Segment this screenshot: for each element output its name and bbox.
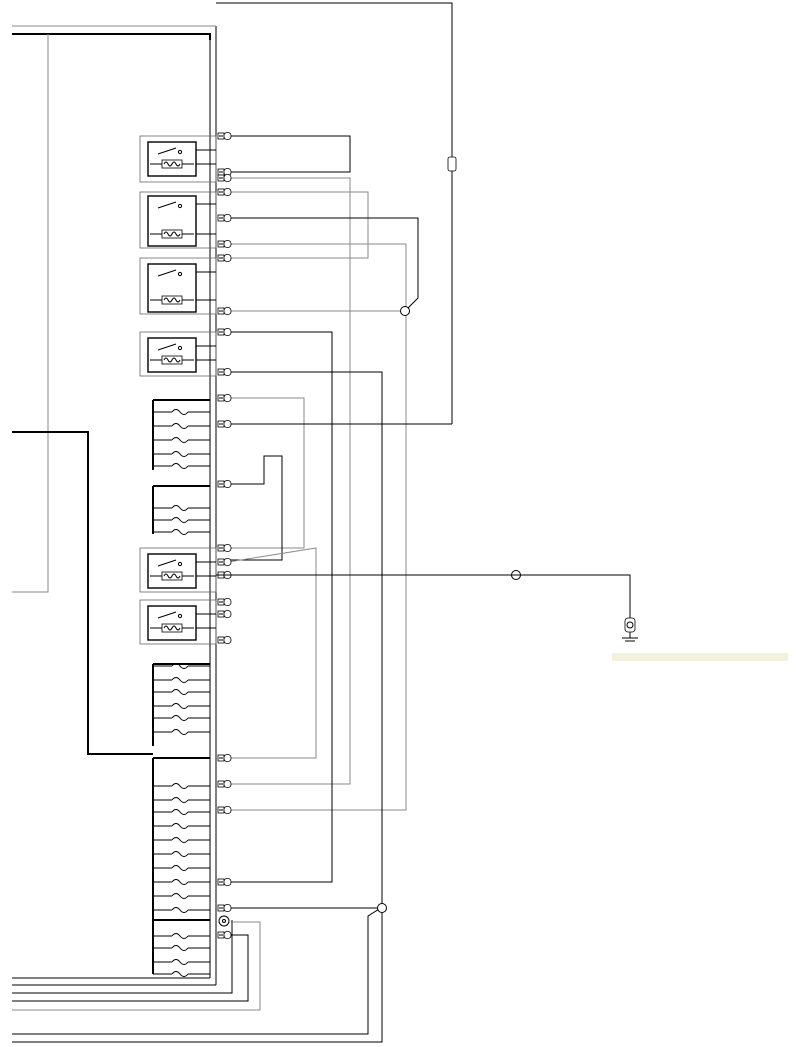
connector-icon	[217, 610, 232, 618]
connector-icon	[217, 598, 232, 606]
relay-icon	[139, 599, 217, 645]
connector-icon	[217, 636, 232, 644]
wire	[228, 331, 333, 883]
splice-node-icon	[377, 903, 387, 913]
fuse-block	[152, 399, 210, 470]
diagram-frame	[12, 2, 453, 1043]
connector-icon	[217, 480, 232, 488]
fuse-icon	[153, 715, 210, 721]
round-connector-icon	[218, 915, 230, 927]
wire	[228, 135, 351, 173]
splice-group	[377, 306, 521, 913]
connector-group	[217, 132, 232, 939]
wire	[227, 547, 317, 759]
connector-icon	[217, 931, 232, 939]
lamp-icon	[216, 574, 636, 633]
connector-icon	[217, 394, 232, 402]
wire	[228, 243, 407, 811]
connector-icon	[217, 368, 232, 376]
splice-node-icon	[400, 306, 410, 316]
fuse-icon	[153, 783, 210, 789]
wire-group	[227, 135, 452, 909]
connector-icon	[217, 806, 232, 814]
connector-icon	[217, 904, 232, 912]
connector-icon	[217, 240, 232, 248]
connector-icon	[217, 174, 232, 182]
fuse-icon	[153, 893, 210, 899]
fuse-icon	[153, 423, 210, 429]
fuse-icon	[153, 879, 210, 885]
fuse-icon	[153, 505, 210, 511]
inline-connector-icon	[447, 156, 457, 172]
connector-icon	[217, 328, 232, 336]
connector-icon	[217, 780, 232, 788]
fuse-icon	[153, 677, 210, 683]
fuse-icon	[153, 437, 210, 443]
wire	[228, 217, 419, 312]
connector-icon	[217, 420, 232, 428]
fuse-block	[152, 663, 210, 746]
fuse-icon	[153, 837, 210, 843]
wire	[228, 191, 369, 259]
relay-icon	[139, 191, 217, 249]
connector-icon	[217, 754, 232, 762]
connector-icon	[217, 188, 232, 196]
relay-icon	[139, 135, 217, 183]
connector-icon	[217, 878, 232, 886]
fuse-icon	[153, 529, 210, 535]
fuse-icon	[153, 933, 210, 939]
fuse-icon	[153, 451, 210, 457]
connector-icon	[217, 214, 232, 222]
fuse-icon	[153, 797, 210, 803]
fuse-icon	[153, 517, 210, 523]
fuse-icon	[153, 729, 210, 735]
fuse-icon	[153, 907, 210, 913]
wire	[228, 177, 351, 785]
fuse-icon	[153, 463, 210, 469]
fuse-block-group	[152, 399, 210, 977]
wire	[228, 455, 283, 561]
connector-icon	[217, 544, 232, 552]
fuse-block	[152, 485, 210, 535]
relay-icon	[139, 331, 217, 377]
fuse-icon	[153, 865, 210, 871]
fuse-icon	[153, 689, 210, 695]
fuse-icon	[153, 851, 210, 857]
fuse-icon	[153, 703, 210, 709]
connector-icon	[217, 254, 232, 262]
wire	[228, 371, 383, 906]
fuse-icon	[153, 809, 210, 815]
ground-icon	[622, 632, 638, 642]
fuse-icon	[153, 823, 210, 829]
relay-icon	[139, 547, 217, 593]
fuse-icon	[153, 409, 210, 415]
fuse-icon	[153, 945, 210, 951]
fuse-block	[152, 757, 210, 920]
connector-icon	[217, 558, 232, 566]
fuse-icon	[153, 959, 210, 965]
highlight-bar	[612, 653, 788, 661]
relay-group	[139, 135, 217, 645]
relay-icon	[139, 257, 217, 315]
connector-icon	[217, 132, 232, 140]
connector-icon	[217, 307, 232, 315]
fuse-icon	[153, 663, 210, 669]
fuse-block	[152, 919, 210, 977]
wire	[228, 397, 305, 549]
fuse-icon	[153, 971, 210, 977]
